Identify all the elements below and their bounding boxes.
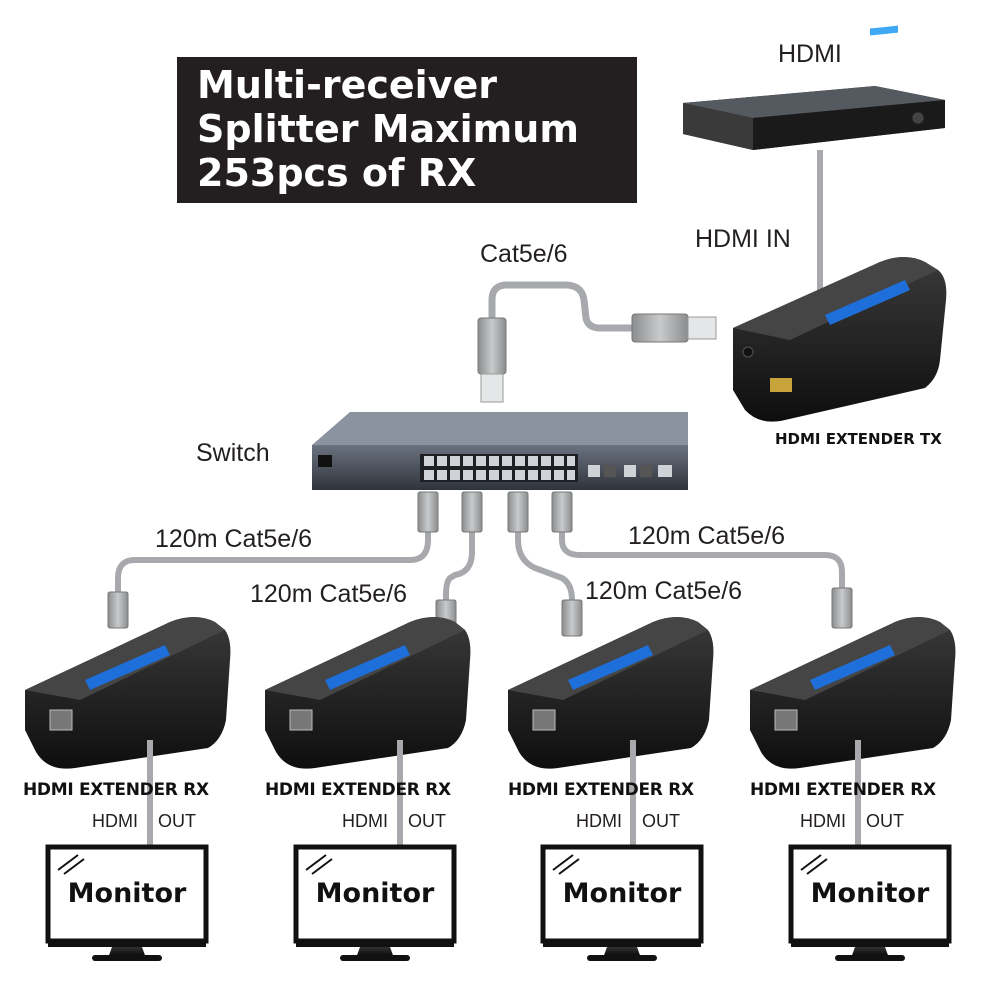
tx-device-label: HDMI EXTENDER TX [775, 430, 942, 448]
hdmi-extender-rx-2 [265, 617, 471, 769]
hdmi-extender-rx-3 [508, 617, 714, 769]
rx-cable-1 [115, 498, 431, 600]
rx-cable-2 [443, 498, 475, 612]
monitor-label-1: Monitor [68, 878, 187, 909]
hdmi-source-player [683, 25, 945, 150]
rj45-plug-rx-1 [107, 591, 129, 629]
title-box: Multi-receiver Splitter Maximum 253pcs o… [177, 57, 637, 203]
title-line-3: 253pcs of RX [197, 151, 477, 195]
uplink-cable-label: Cat5e/6 [480, 240, 568, 268]
hdmi-extender-tx [733, 257, 947, 422]
network-switch [312, 412, 688, 490]
hdmi-extender-rx-1 [25, 617, 231, 769]
title-line-2: Splitter Maximum [197, 107, 579, 151]
rj45-plug-switch-3 [507, 491, 529, 533]
monitor-2: Monitor [293, 844, 457, 961]
rx-cable-4 [559, 498, 845, 592]
rx-device-label-3: HDMI EXTENDER RX [508, 780, 694, 800]
rj45-plug-uplink-tx [631, 313, 717, 343]
rx-cable-label-3: 120m Cat5e/6 [585, 577, 743, 605]
rx-port-out-label-4: OUT [866, 811, 904, 831]
monitor-label-3: Monitor [563, 878, 682, 909]
monitor-label-2: Monitor [316, 878, 435, 909]
rx-device-label-2: HDMI EXTENDER RX [265, 780, 451, 800]
switch-label: Switch [196, 439, 270, 467]
rx-port-out-label-1: OUT [158, 811, 196, 831]
monitor-1: Monitor [45, 844, 209, 961]
monitor-4: Monitor [788, 844, 952, 961]
rx-port-out-label-2: OUT [408, 811, 446, 831]
rx-port-hdmi-label-4: HDMI [800, 811, 846, 831]
rx-port-out-label-3: OUT [642, 811, 680, 831]
rx-cable-3 [515, 498, 575, 615]
hdmi-extender-rx-4 [750, 617, 956, 769]
monitor-label-4: Monitor [811, 878, 930, 909]
rj45-plug-switch-2 [461, 491, 483, 533]
rx-port-hdmi-label-1: HDMI [92, 811, 138, 831]
source-label: HDMI [778, 40, 842, 68]
rx-port-hdmi-label-3: HDMI [576, 811, 622, 831]
monitor-3: Monitor [540, 844, 704, 961]
rx-cable-label-2: 120m Cat5e/6 [250, 580, 408, 608]
rj45-plug-rx-4 [831, 587, 853, 629]
rx-port-hdmi-label-2: HDMI [342, 811, 388, 831]
rj45-plug-rx-3 [561, 599, 583, 637]
rx-device-label-1: HDMI EXTENDER RX [23, 780, 209, 800]
title-line-1: Multi-receiver [197, 63, 497, 107]
uplink-cable [488, 281, 640, 332]
rj45-plug-uplink-switch [477, 317, 507, 403]
rj45-plug-switch-1 [417, 491, 439, 533]
rx-device-label-4: HDMI EXTENDER RX [750, 780, 936, 800]
rx-cable-label-1: 120m Cat5e/6 [155, 525, 313, 553]
tx-input-label: HDMI IN [695, 225, 791, 253]
rj45-plug-switch-4 [551, 491, 573, 533]
rx-cable-label-4: 120m Cat5e/6 [628, 522, 786, 550]
